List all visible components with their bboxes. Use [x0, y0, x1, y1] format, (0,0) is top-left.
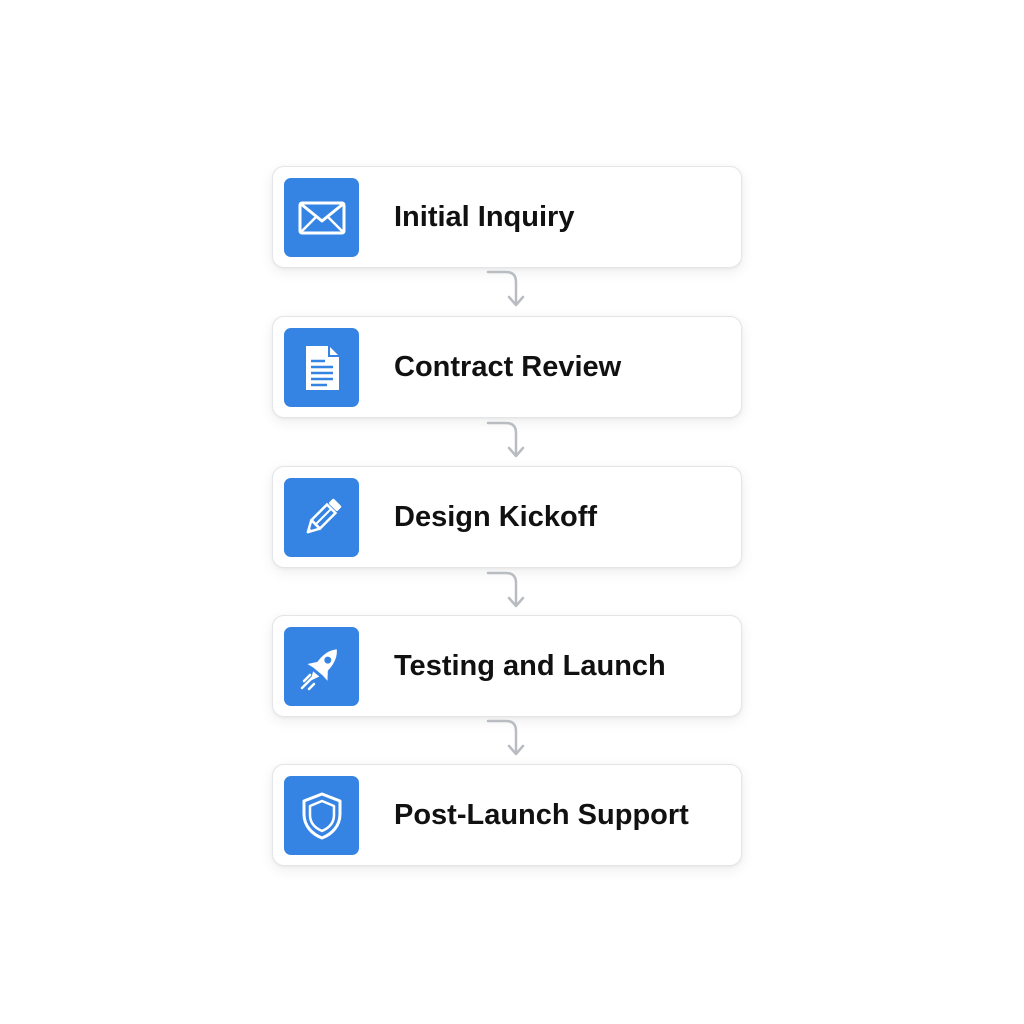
pencil-icon — [284, 478, 359, 557]
step-label: Post-Launch Support — [394, 799, 689, 831]
connector-arrow — [486, 571, 525, 608]
rocket-icon — [284, 627, 359, 706]
connector-arrow — [486, 270, 525, 307]
step-card-post-launch-support: Post-Launch Support — [272, 764, 742, 866]
shield-icon — [284, 776, 359, 855]
step-card-design-kickoff: Design Kickoff — [272, 466, 742, 568]
step-card-initial-inquiry: Initial Inquiry — [272, 166, 742, 268]
connector-arrow — [486, 421, 525, 458]
step-card-testing-and-launch: Testing and Launch — [272, 615, 742, 717]
step-label: Initial Inquiry — [394, 201, 575, 233]
step-label: Contract Review — [394, 351, 622, 383]
step-label: Testing and Launch — [394, 650, 666, 682]
step-card-contract-review: Contract Review — [272, 316, 742, 418]
document-icon — [284, 328, 359, 407]
step-label: Design Kickoff — [394, 501, 598, 533]
connector-arrow — [486, 719, 525, 756]
envelope-icon — [284, 178, 359, 257]
